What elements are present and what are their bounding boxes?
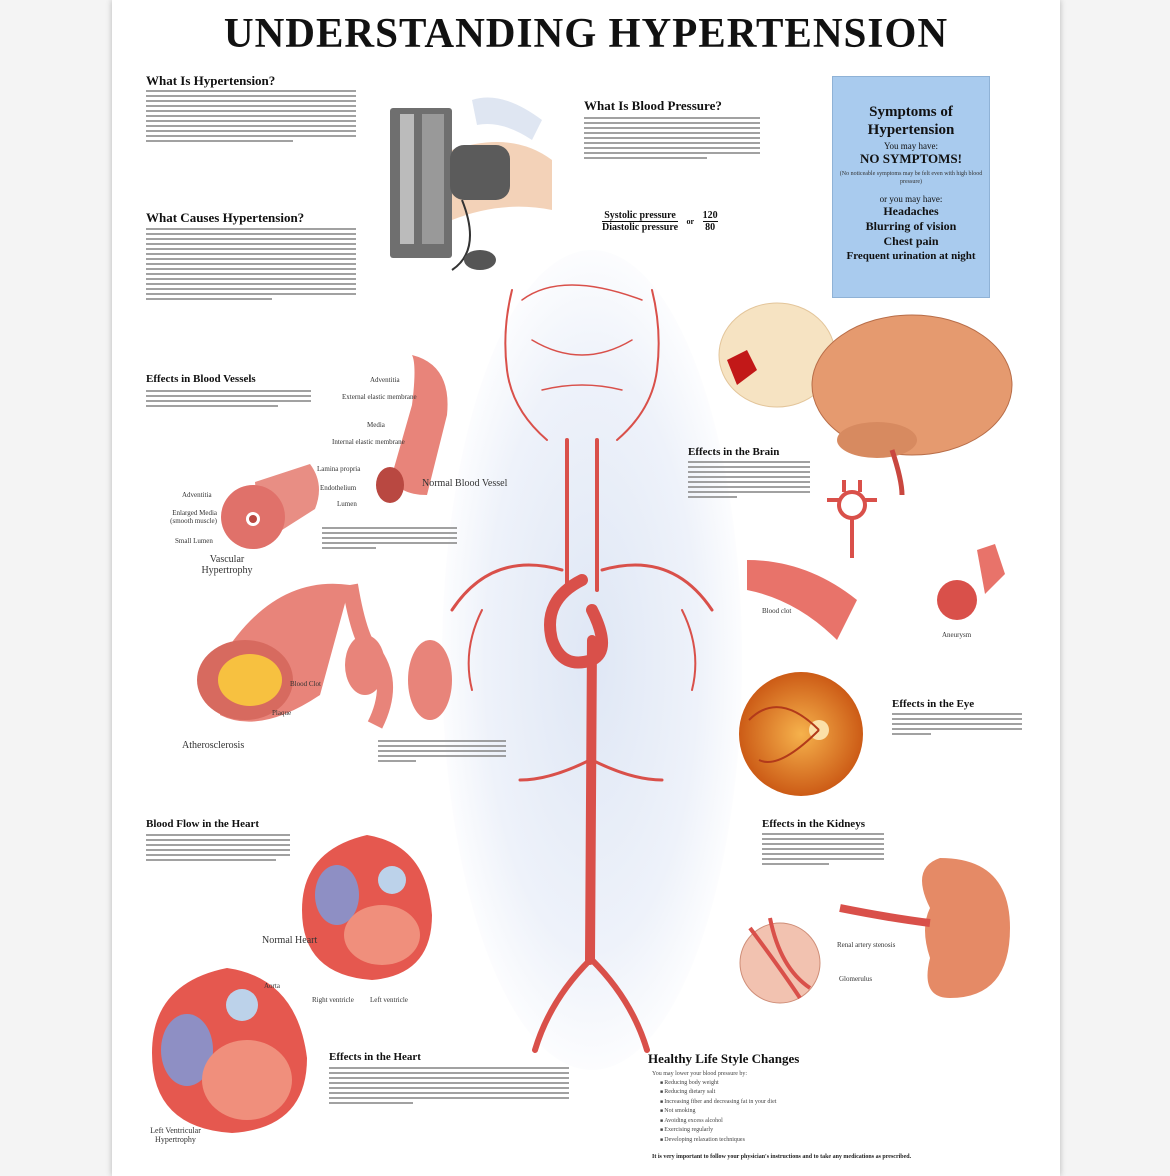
symptom-item: Chest pain — [883, 234, 939, 248]
list-item: Avoiding excess alcohol — [660, 1117, 911, 1127]
heading-heart-flow: Blood Flow in the Heart — [146, 818, 260, 830]
text-vessels — [146, 390, 311, 410]
text-plaque — [322, 527, 457, 552]
text-brain — [688, 461, 810, 501]
text-what-is — [146, 90, 356, 145]
text-eye — [892, 713, 1022, 738]
symptom-item: Headaches — [883, 204, 939, 218]
lifestyle-note: It is very important to follow your phys… — [652, 1154, 912, 1160]
atherosclerosis-illustration — [197, 583, 452, 729]
text-heart-flow — [146, 834, 290, 864]
heading-brain: Effects in the Brain — [688, 446, 780, 458]
heading-heart: Effects in the Heart — [329, 1051, 421, 1063]
symptom-item: Frequent urination at night — [846, 250, 976, 262]
heading-eye: Effects in the Eye — [892, 698, 975, 710]
symptom-item: Blurring of vision — [865, 219, 957, 233]
vascular-hypertrophy-illustration — [221, 464, 319, 549]
text-what-causes — [146, 228, 356, 303]
normal-heart-illustration — [302, 835, 432, 980]
heading-blood-pressure: What Is Blood Pressure? — [584, 98, 722, 113]
heading-vessels: Effects in Blood Vessels — [146, 373, 256, 385]
lifestyle-list: You may lower your blood pressure by: Re… — [652, 1070, 911, 1162]
poster-title: UNDERSTANDING HYPERTENSION — [223, 11, 949, 57]
arterial-system-illustration — [450, 284, 714, 1053]
list-item: Not smoking — [660, 1107, 911, 1117]
text-kidneys — [762, 833, 884, 868]
symptoms-title: Symptoms of Hypertension — [867, 104, 955, 138]
brain-illustration — [718, 302, 1013, 496]
heading-what-causes: What Causes Hypertension? — [146, 210, 305, 225]
hypertrophic-heart-illustration — [152, 968, 307, 1133]
list-item: Reducing body weight — [660, 1079, 911, 1089]
heading-what-is: What Is Hypertension? — [146, 73, 276, 88]
text-blood-pressure — [584, 117, 760, 162]
text-aneurysm — [378, 740, 506, 765]
kidney-illustration — [739, 858, 1010, 1004]
poster: UNDERSTANDING HYPERTENSION What Is Hyper… — [112, 0, 1060, 1176]
list-item: Increasing fiber and decreasing fat in y… — [660, 1098, 911, 1108]
blood-pressure-cuff-illustration — [390, 97, 552, 271]
circle-of-willis-illustration — [827, 480, 877, 558]
text-heart — [329, 1067, 569, 1107]
symptoms-box: Symptoms of Hypertension You may have: N… — [832, 76, 990, 298]
heading-lifestyle: Healthy Life Style Changes — [648, 1051, 800, 1066]
retina-illustration — [739, 672, 863, 796]
list-item: Reducing dietary salt — [660, 1088, 911, 1098]
list-item: Developing relaxation techniques — [660, 1136, 911, 1146]
normal-vessel-illustration — [376, 355, 448, 503]
heading-kidneys: Effects in the Kidneys — [762, 818, 865, 830]
blood-clot-aneurysm-illustration — [747, 544, 1005, 640]
list-item: Exercising regularly — [660, 1126, 911, 1136]
